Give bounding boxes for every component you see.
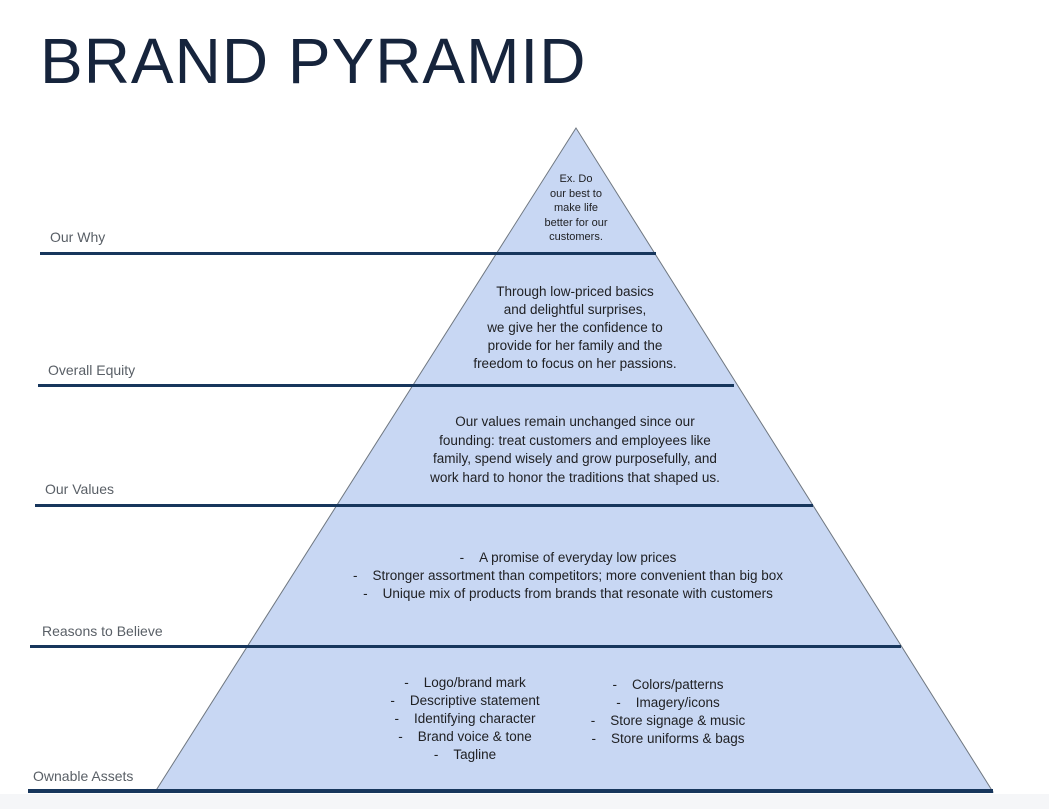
tier-bullet-line: - Store uniforms & bags (591, 731, 745, 746)
tier-divider-our-why (40, 252, 656, 255)
tier-text-line: and delightful surprises, (503, 302, 647, 317)
tier-bullet-line: - Tagline (433, 747, 497, 762)
tier-text-line: freedom to focus on her passions. (473, 356, 677, 371)
tier-label-reasons-to-believe: Reasons to Believe (42, 623, 163, 639)
tier-divider-our-values (35, 504, 813, 507)
page-title: BRAND PYRAMID (40, 25, 587, 97)
slide-bottom-margin (0, 794, 1049, 809)
tier-text-reasons-to-believe: - A promise of everyday low prices - Str… (258, 549, 878, 603)
tier-bullet-line: - A promise of everyday low prices (459, 550, 677, 565)
tier-text-line: we give her the confidence to (487, 320, 663, 335)
tier-divider-ownable-assets (28, 789, 993, 793)
tier-label-our-why: Our Why (50, 229, 106, 245)
tier-bullet-line: - Imagery/icons (616, 695, 720, 710)
tier-text-line: Our values remain unchanged since our (455, 414, 695, 429)
tier-text-line: better for our (544, 216, 608, 229)
tier-text-line: provide for her family and the (487, 338, 663, 353)
tier-bullet-line: - Logo/brand mark (404, 675, 526, 690)
tier-bullet-line: - Stronger assortment than competitors; … (353, 568, 783, 583)
tier-text-our-values: Our values remain unchanged since our fo… (355, 413, 795, 487)
tier-text-line: Through low-priced basics (496, 284, 654, 299)
tier-text-ownable-assets-right: - Colors/patterns - Imagery/icons - Stor… (548, 676, 788, 748)
tier-text-line: work hard to honor the traditions that s… (430, 469, 720, 485)
tier-bullet-line: - Unique mix of products from brands tha… (363, 586, 773, 601)
tier-text-ownable-assets-left: - Logo/brand mark - Descriptive statemen… (335, 674, 595, 764)
tier-bullet-line: - Store signage & music (590, 713, 746, 728)
tier-divider-reasons-to-believe (30, 645, 901, 648)
tier-text-our-why: Ex. Do our best to make life better for … (496, 172, 656, 245)
tier-text-line: make life (553, 202, 599, 214)
tier-text-line: customers. (549, 231, 603, 243)
tier-text-line: founding: treat customers and employees … (439, 432, 711, 448)
tier-text-line: our best to (550, 187, 602, 200)
tier-label-ownable-assets: Ownable Assets (33, 768, 134, 784)
tier-bullet-line: - Colors/patterns (612, 677, 724, 692)
tier-bullet-line: - Descriptive statement (390, 693, 540, 708)
tier-bullet-line: - Identifying character (394, 711, 536, 726)
tier-text-line: family, spend wisely and grow purposeful… (433, 451, 717, 466)
tier-bullet-line: - Brand voice & tone (398, 729, 532, 744)
tier-divider-overall-equity (38, 384, 734, 387)
tier-label-our-values: Our Values (45, 481, 114, 497)
tier-label-overall-equity: Overall Equity (48, 362, 136, 378)
tier-text-overall-equity: Through low-priced basics and delightful… (425, 283, 725, 373)
tier-text-line: Ex. Do (559, 173, 593, 185)
